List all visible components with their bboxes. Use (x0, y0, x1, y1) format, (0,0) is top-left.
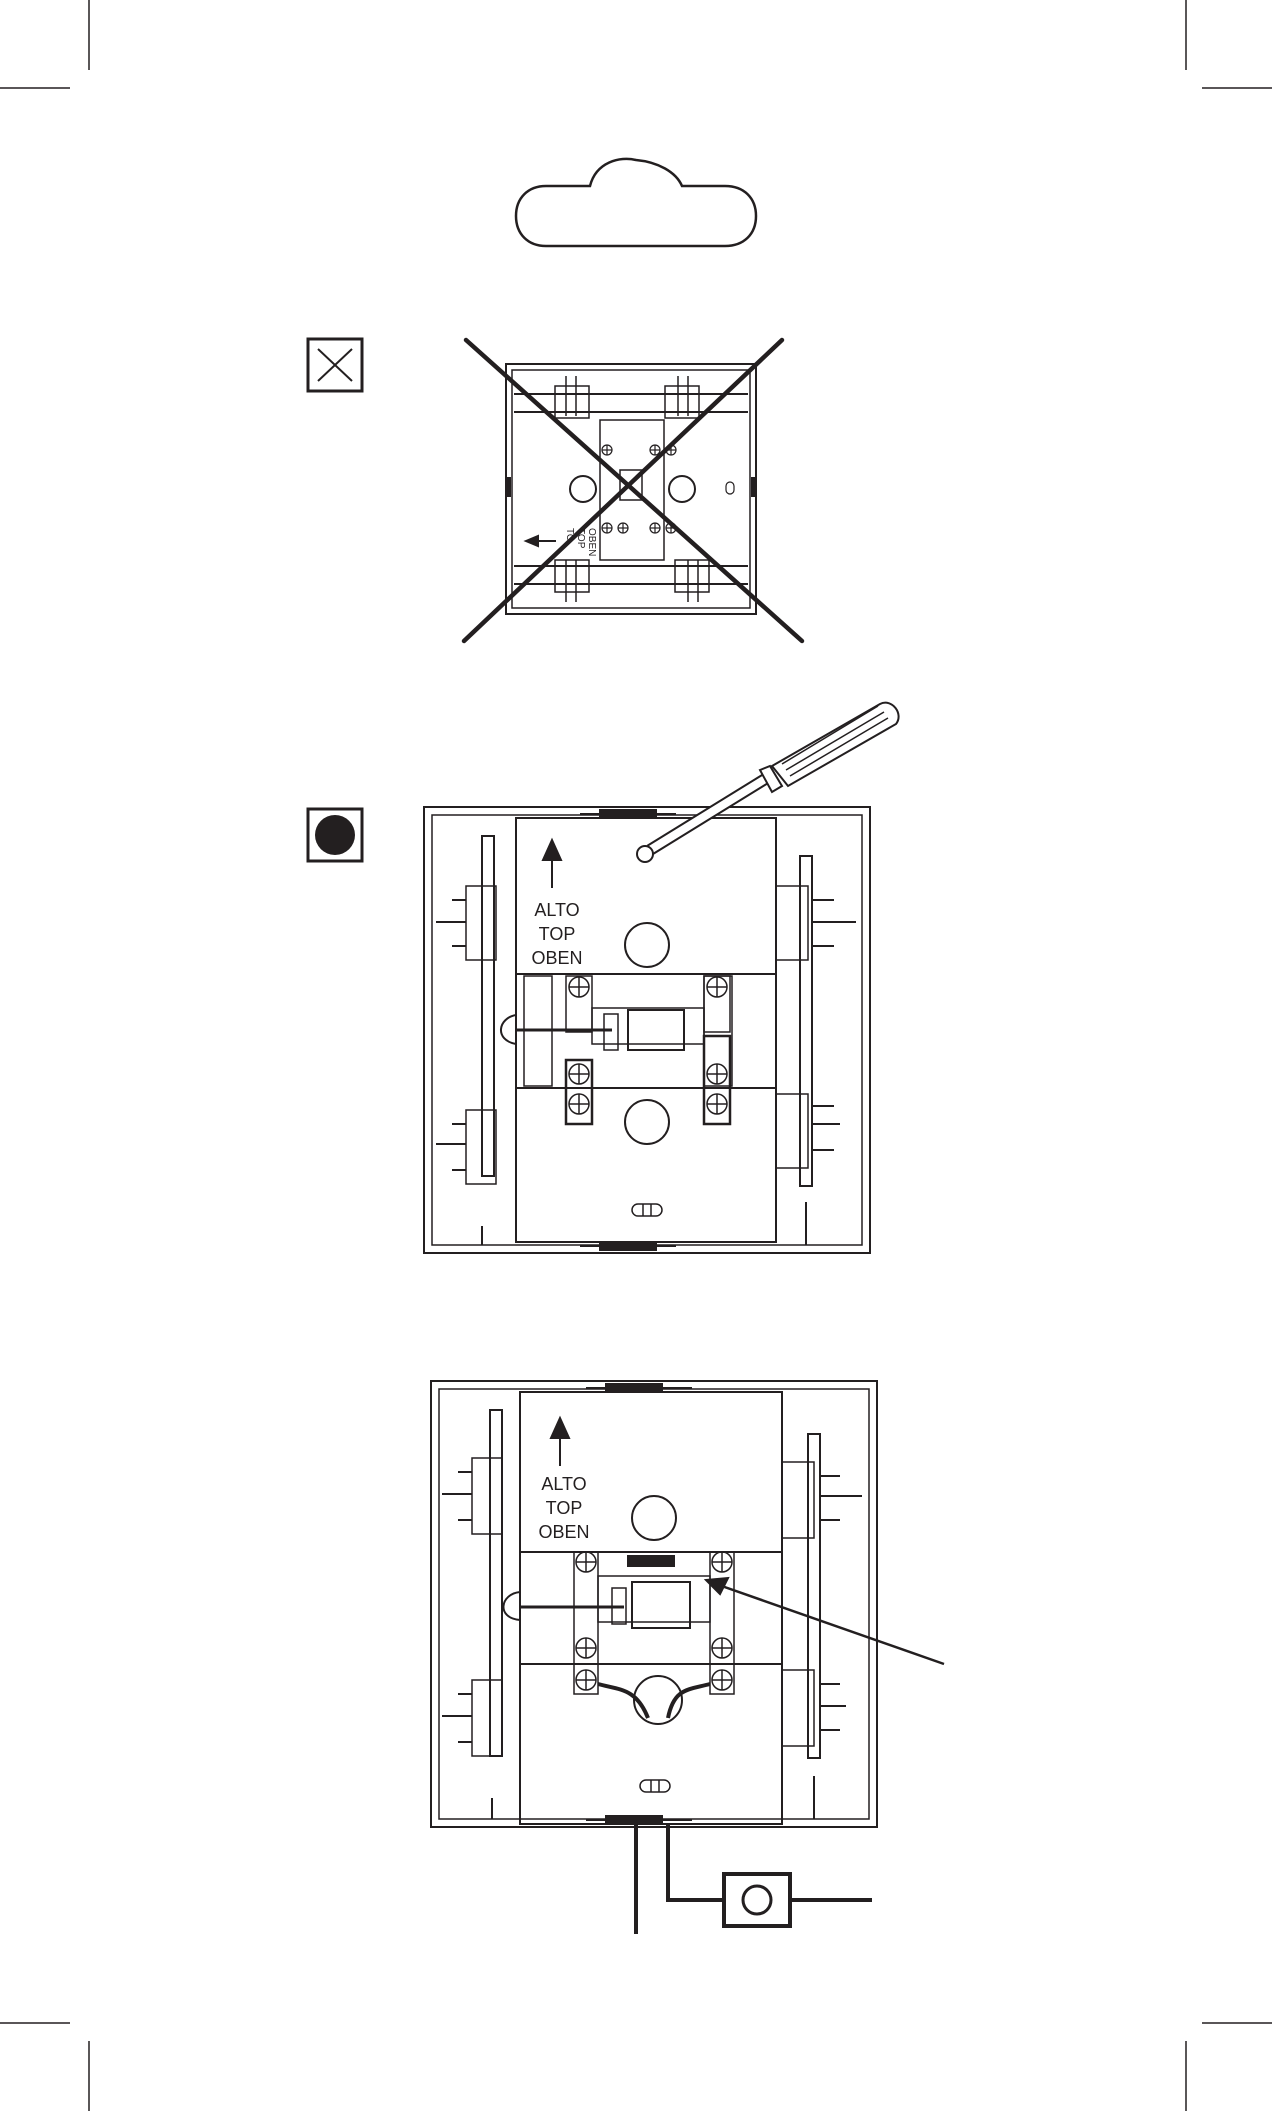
figure-wired-label-line-2: TOP (546, 1498, 583, 1518)
push-button-icon (724, 1874, 790, 1926)
wrong-marker (308, 339, 362, 391)
figure-wired-label-line-3: OBEN (538, 1522, 589, 1542)
figure-correct-label-line-1: ALTO (534, 900, 579, 920)
figure-wired-orientation-label: ALTO TOP OBEN (538, 1474, 589, 1542)
figure-correct-label-line-2: TOP (539, 924, 576, 944)
tab-cloud-shape (516, 159, 756, 246)
figure-correct-mechanism (424, 807, 870, 1253)
figure-wired-label-line-1: ALTO (541, 1474, 586, 1494)
figure-correct-orientation-label: ALTO TOP OBEN (531, 900, 582, 968)
correct-marker (308, 809, 362, 861)
figure-correct-label-line-3: OBEN (531, 948, 582, 968)
figure-wrong-label-line-3: OBEN (586, 528, 597, 556)
screwdriver-icon (637, 703, 899, 862)
figure-wired-mechanism (431, 1381, 944, 1934)
